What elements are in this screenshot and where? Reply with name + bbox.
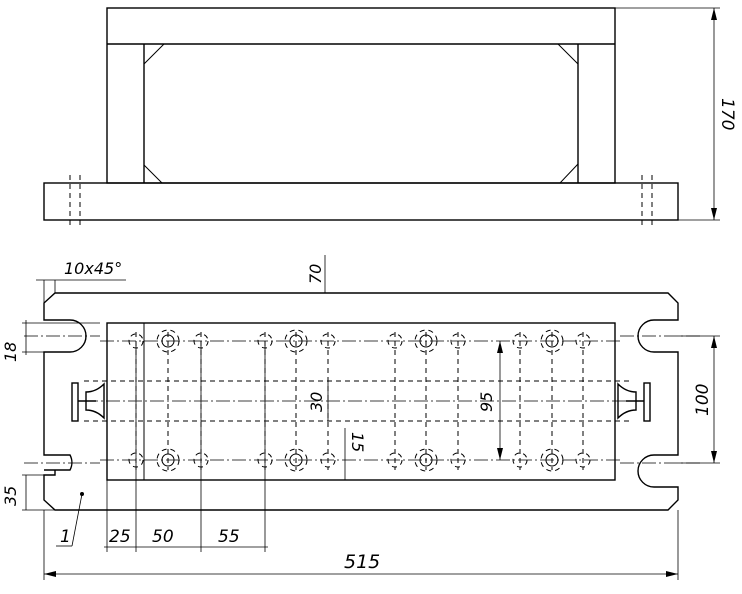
dim-label-30: 30	[307, 392, 326, 412]
large-hole-outer	[414, 448, 438, 472]
dim-label-18: 18	[1, 342, 20, 362]
large-hole-outer	[156, 448, 180, 472]
dim-label-170: 170	[717, 98, 737, 130]
dim-label-100: 100	[693, 384, 713, 416]
dim-label-55: 55	[218, 527, 240, 547]
large-hole-outer	[540, 329, 564, 353]
hole-pattern	[128, 329, 591, 472]
front-view: 170	[43, 7, 737, 228]
large-hole-outer	[156, 329, 180, 353]
arrow-170-top	[711, 8, 717, 20]
small-hole	[387, 333, 403, 349]
arrow-100-bottom	[711, 451, 717, 463]
frame-footprint	[106, 322, 616, 481]
frame-outline	[106, 7, 616, 184]
large-hole-outer	[284, 329, 308, 353]
large-hole-outer	[540, 448, 564, 472]
base-plate	[43, 182, 679, 221]
plate-outline	[43, 292, 679, 511]
dim-label-15: 15	[348, 432, 367, 452]
small-hole	[320, 333, 336, 349]
arrow-515-left	[44, 571, 56, 577]
small-hole	[512, 333, 528, 349]
callout-leader	[71, 493, 83, 547]
dim-label-70: 70	[306, 264, 325, 284]
callout-part-1: 1	[60, 527, 71, 547]
large-hole-outer	[414, 329, 438, 353]
dim-label-50: 50	[152, 527, 174, 547]
dim-label-515: 515	[344, 551, 380, 573]
arrow-95-top	[497, 341, 503, 353]
dim-label-95: 95	[477, 392, 496, 412]
large-hole-outer	[284, 448, 308, 472]
clamp-left	[71, 382, 105, 422]
small-hole	[450, 333, 466, 349]
plan-view: 10x45° 70 18 30 15 95 100 35	[1, 255, 720, 580]
arrow-95-bottom	[497, 448, 503, 460]
dim-label-chamfer: 10x45°	[64, 259, 122, 278]
small-hole	[575, 333, 591, 349]
arrow-515-right	[666, 571, 678, 577]
clamp-right	[617, 382, 651, 422]
dim-label-25: 25	[109, 527, 131, 547]
arrow-100-top	[711, 336, 717, 348]
inner-panel	[143, 43, 579, 184]
arrow-170-bottom	[711, 208, 717, 220]
dim-label-35: 35	[1, 486, 20, 506]
